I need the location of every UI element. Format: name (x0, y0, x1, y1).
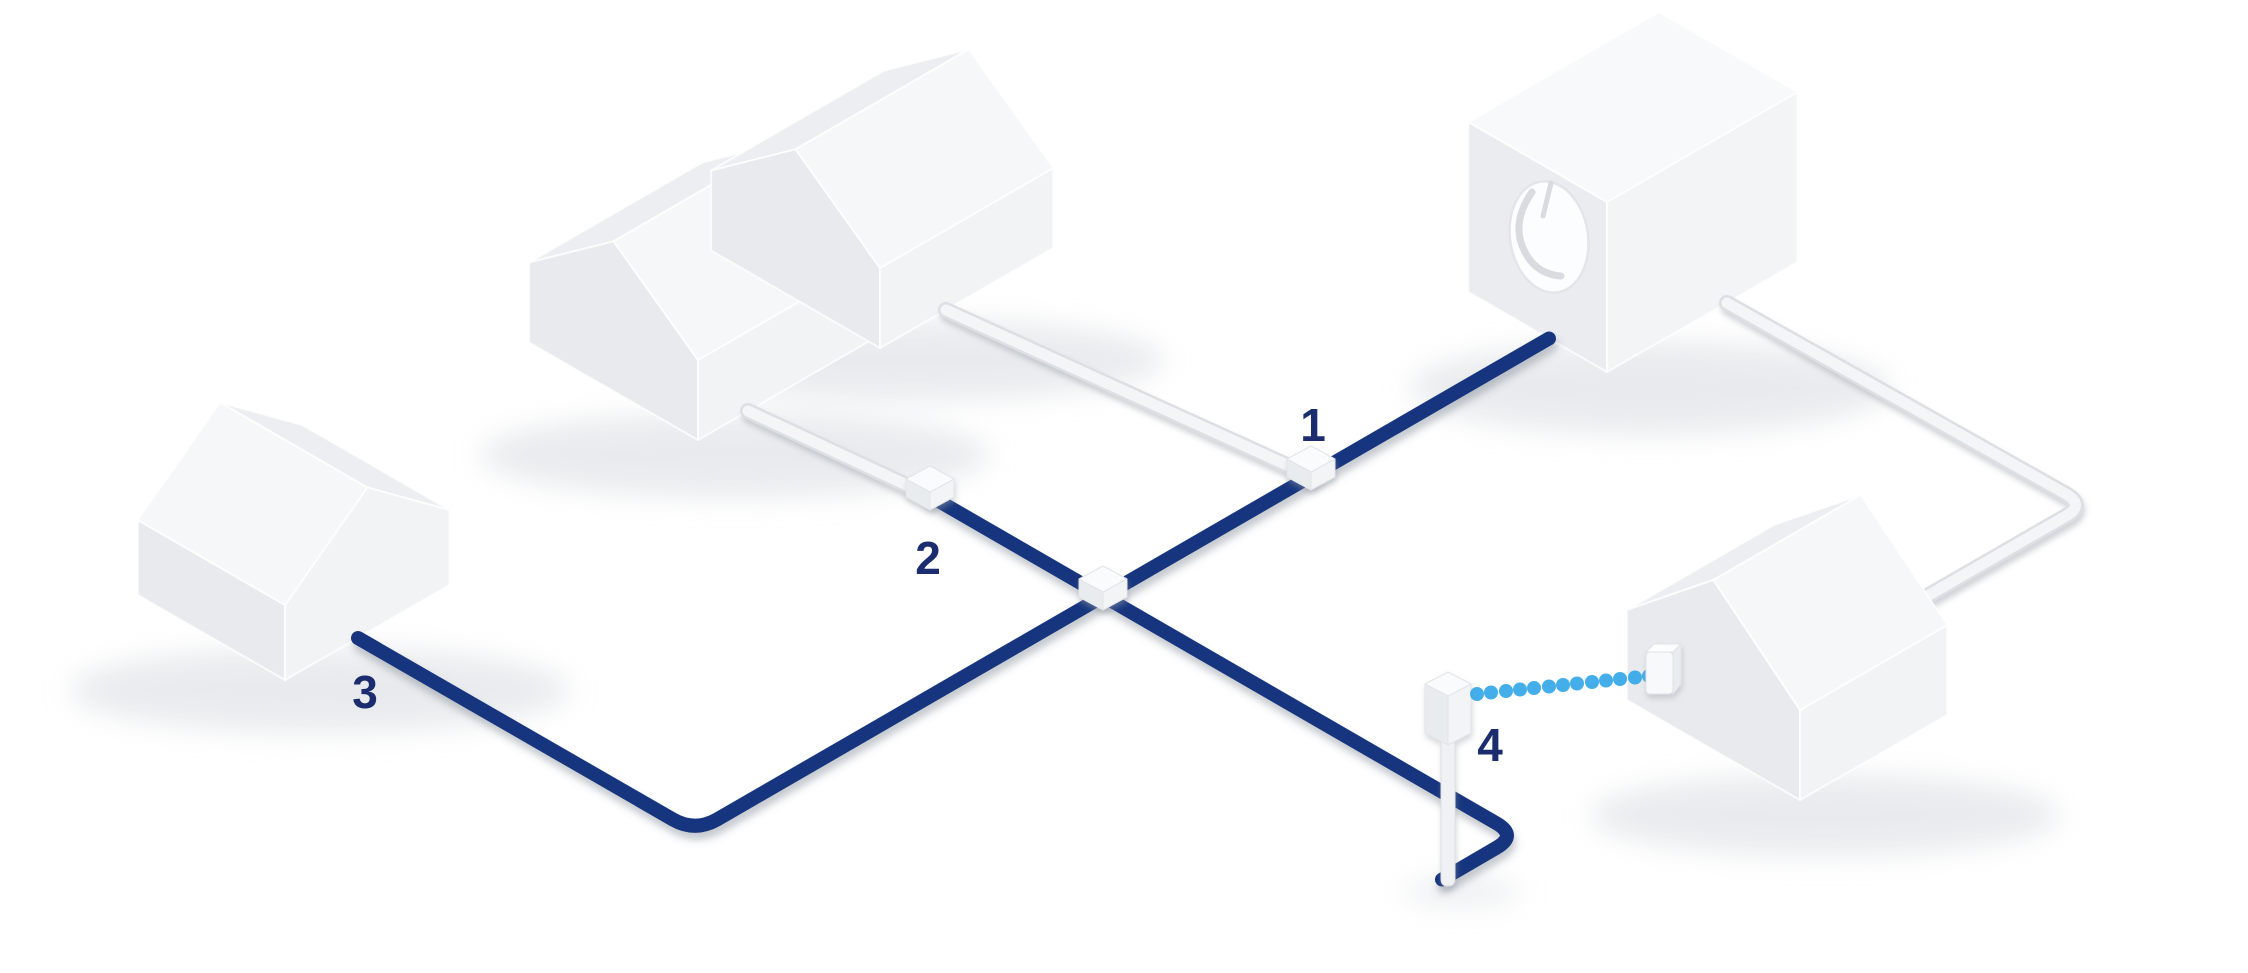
wireless-antenna-pole (1424, 671, 1472, 887)
junction-box-cross (1078, 565, 1128, 611)
house-middle-back (710, 48, 1055, 349)
house-right (1625, 494, 1949, 801)
fiber-cable-branch (923, 489, 1514, 887)
fiber-cable-main (351, 331, 1556, 833)
marker-2: 2 (915, 532, 941, 584)
drop-cable-house-middle-front (740, 403, 938, 504)
house-left (136, 401, 451, 681)
central-office-box (1467, 11, 1799, 373)
drop-cable-house-right (1719, 295, 2084, 603)
drop-cable-house-middle-back (938, 302, 1319, 484)
junction-box-1 (1286, 445, 1336, 491)
wireless-receiver-box (1644, 642, 1683, 696)
marker-3: 3 (352, 666, 378, 718)
junction-box-2 (905, 465, 955, 511)
marker-4: 4 (1477, 719, 1503, 771)
marker-1: 1 (1300, 399, 1326, 451)
provider-logo-icon (1508, 180, 1590, 294)
